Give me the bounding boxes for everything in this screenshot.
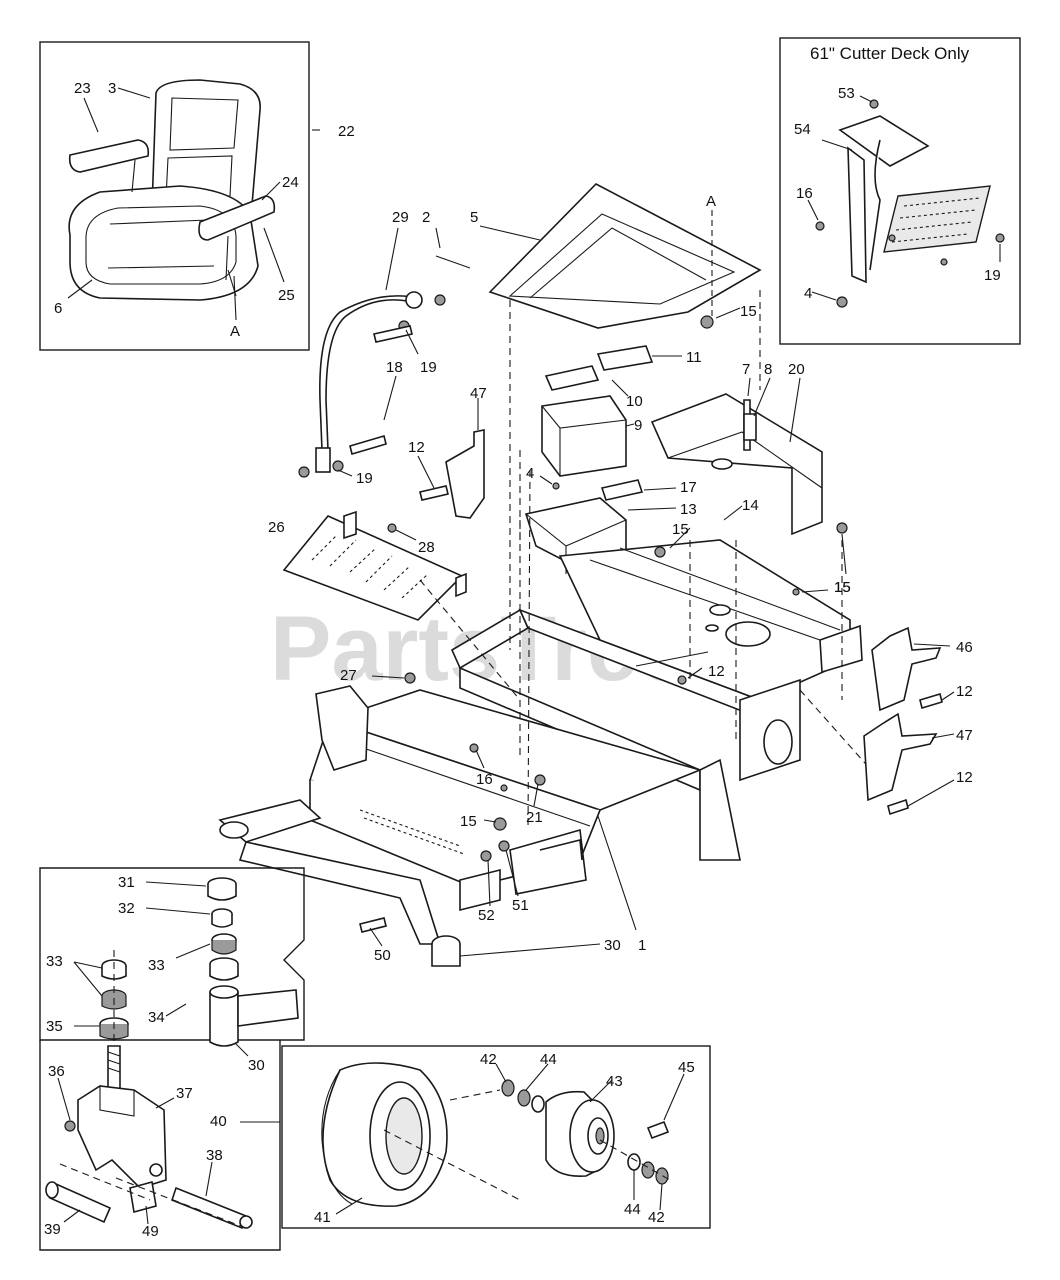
callout-26: 26 xyxy=(268,519,285,536)
callout-38: 38 xyxy=(206,1147,223,1164)
callout-47-top: 47 xyxy=(470,385,487,402)
callout-22: 22 xyxy=(338,123,355,140)
callout-51: 51 xyxy=(512,897,529,914)
callout-30-frame: 30 xyxy=(604,937,621,954)
callout-3: 3 xyxy=(108,80,116,97)
callout-12-mid: 12 xyxy=(708,663,725,680)
callout-30-caster: 30 xyxy=(248,1057,265,1074)
bracket-47-top: 47 12 xyxy=(408,385,487,519)
callout-31: 31 xyxy=(118,874,135,891)
callout-44-bottom: 44 xyxy=(624,1201,641,1218)
inset-title: 61" Cutter Deck Only xyxy=(810,44,970,63)
callout-16-inset: 16 xyxy=(796,185,813,202)
callout-2: 2 xyxy=(422,209,430,226)
wheel-inset: 40 42 44 43 45 41 44 42 xyxy=(210,1045,711,1229)
callout-12-right-a: 12 xyxy=(956,683,973,700)
callout-6: 6 xyxy=(54,300,62,317)
callout-10: 10 xyxy=(626,393,643,410)
callout-19-inset: 19 xyxy=(984,267,1001,284)
callout-8: 8 xyxy=(764,361,772,378)
callout-25: 25 xyxy=(278,287,295,304)
callout-32: 32 xyxy=(118,900,135,917)
callout-21: 21 xyxy=(526,809,543,826)
callout-36: 36 xyxy=(48,1063,65,1080)
callout-15-top: 15 xyxy=(672,521,689,538)
callout-39: 39 xyxy=(44,1221,61,1238)
callout-18: 18 xyxy=(386,359,403,376)
callout-54: 54 xyxy=(794,121,811,138)
callout-15-right: 15 xyxy=(834,579,851,596)
callout-15-frame: 15 xyxy=(460,813,477,830)
seat-inset: 23 3 24 25 6 A 22 xyxy=(39,41,355,351)
caster-inset: 31 32 33 33 35 34 30 36 37 38 39 49 xyxy=(39,867,305,1251)
callout-9: 9 xyxy=(634,417,642,434)
callout-37: 37 xyxy=(176,1085,193,1102)
callout-27: 27 xyxy=(340,667,357,684)
callout-24: 24 xyxy=(282,174,299,191)
callout-45: 45 xyxy=(678,1059,695,1076)
callout-23: 23 xyxy=(74,80,91,97)
callout-12-right-b: 12 xyxy=(956,769,973,786)
callout-53: 53 xyxy=(838,85,855,102)
callout-14: 14 xyxy=(742,497,759,514)
callout-1: 1 xyxy=(638,937,646,954)
callout-42-top: 42 xyxy=(480,1051,497,1068)
main-frame-1: 27 12 16 21 15 15 52 51 50 30 1 15 xyxy=(218,290,881,967)
callout-19-cable-top: 19 xyxy=(420,359,437,376)
callout-40: 40 xyxy=(210,1113,227,1130)
callout-11: 11 xyxy=(686,349,702,366)
callout-34: 34 xyxy=(148,1009,165,1026)
callout-33-right: 33 xyxy=(148,957,165,974)
callout-4-inset: 4 xyxy=(804,285,812,302)
callout-50: 50 xyxy=(374,947,391,964)
callout-A-pan: A xyxy=(706,193,716,210)
floor-plate-26: 26 28 xyxy=(268,510,467,621)
callout-20: 20 xyxy=(788,361,805,378)
battery-cable-29: 29 18 19 19 xyxy=(298,209,446,487)
callout-7: 7 xyxy=(742,361,750,378)
callout-15-pan: 15 xyxy=(740,303,757,320)
callout-41: 41 xyxy=(314,1209,331,1226)
callout-19-cable-bottom: 19 xyxy=(356,470,373,487)
callout-46: 46 xyxy=(956,639,973,656)
seat-pan-group: 2 5 A 15 xyxy=(422,183,762,329)
callout-49: 49 xyxy=(142,1223,159,1240)
console-20: 7 8 20 14 15 xyxy=(650,361,851,596)
battery-group: 11 10 9 17 13 4 xyxy=(524,345,702,577)
callout-35: 35 xyxy=(46,1018,63,1035)
callout-33-left: 33 xyxy=(46,953,63,970)
right-brackets: 46 12 47 12 xyxy=(863,626,973,816)
callout-15-right-frame: 15 xyxy=(834,579,851,596)
callout-12-top: 12 xyxy=(408,439,425,456)
callout-29: 29 xyxy=(392,209,409,226)
callout-28: 28 xyxy=(418,539,435,556)
callout-16-main: 16 xyxy=(476,771,493,788)
callout-52: 52 xyxy=(478,907,495,924)
callout-17: 17 xyxy=(680,479,697,496)
callout-42-bottom: 42 xyxy=(648,1209,665,1226)
callout-44-top: 44 xyxy=(540,1051,557,1068)
callout-47-right: 47 xyxy=(956,727,973,744)
cutter-deck-inset: 61" Cutter Deck Only 53 54 16 4 19 xyxy=(779,37,1021,345)
callout-13: 13 xyxy=(680,501,697,518)
callout-A-seat: A xyxy=(230,323,240,340)
callout-43: 43 xyxy=(606,1073,623,1090)
callout-5: 5 xyxy=(470,209,478,226)
